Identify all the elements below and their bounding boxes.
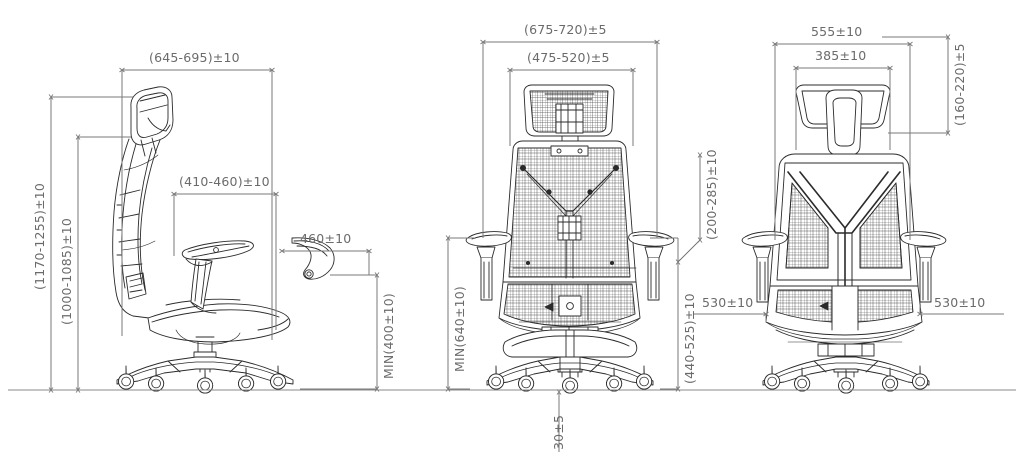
dim-rear-base-width [772, 41, 913, 240]
rear-view-chair [741, 84, 947, 394]
dim-rear-headrest-height [882, 34, 951, 136]
dim-label-front-back-width: (475-520)±5 [527, 50, 610, 65]
dim-front-back-width [507, 67, 636, 146]
dim-front-back-top-height [445, 235, 474, 392]
dim-rear-base-span-right [917, 306, 1004, 317]
dim-label-rear-headrest-height: (160-220)±5 [952, 43, 967, 126]
dim-label-front-seat-to-arm: (440-525)±10 [682, 293, 697, 384]
dim-side-armrest-reach [279, 248, 372, 275]
dim-label-rear-base-span-left: 530±10 [702, 295, 754, 310]
dim-label-rear-base-span-right: 530±10 [934, 295, 986, 310]
dim-side-seat-depth [171, 191, 279, 330]
dim-front-seat-to-arm [660, 259, 681, 392]
dim-label-side-seat-height: MIN(400±10) [381, 292, 396, 379]
dim-label-side-overall-height: (1170-1255)±10 [32, 182, 47, 290]
dim-side-seat-height [300, 272, 380, 392]
dim-label-front-back-top-height: MIN(640±10) [452, 285, 467, 372]
dim-label-side-seat-depth: (410-460)±10 [179, 174, 270, 189]
dim-label-front-caster-clearance: 30±5 [551, 414, 566, 450]
dim-side-back-height [75, 134, 131, 393]
dim-label-front-overall-width: (675-720)±5 [524, 22, 607, 37]
dim-label-front-arm-height: (200-285)±10 [704, 149, 719, 240]
front-view-chair [465, 84, 675, 394]
dim-front-overall-width [480, 39, 660, 238]
dim-side-overall-height [48, 94, 133, 393]
dim-label-side-back-height: (1000-1085)±10 [59, 217, 74, 325]
dim-label-side-armrest-reach: 460±10 [300, 231, 352, 246]
dim-rear-headrest-width [793, 65, 893, 150]
dim-rear-base-span-left [694, 311, 769, 322]
dim-label-rear-base-width: 555±10 [811, 24, 863, 39]
side-view-chair [112, 86, 335, 394]
dim-front-arm-height [650, 152, 703, 263]
dim-side-overall-depth [119, 67, 275, 340]
dim-label-side-overall-depth: (645-695)±10 [149, 50, 240, 65]
dim-label-rear-headrest-width: 385±10 [815, 48, 867, 63]
